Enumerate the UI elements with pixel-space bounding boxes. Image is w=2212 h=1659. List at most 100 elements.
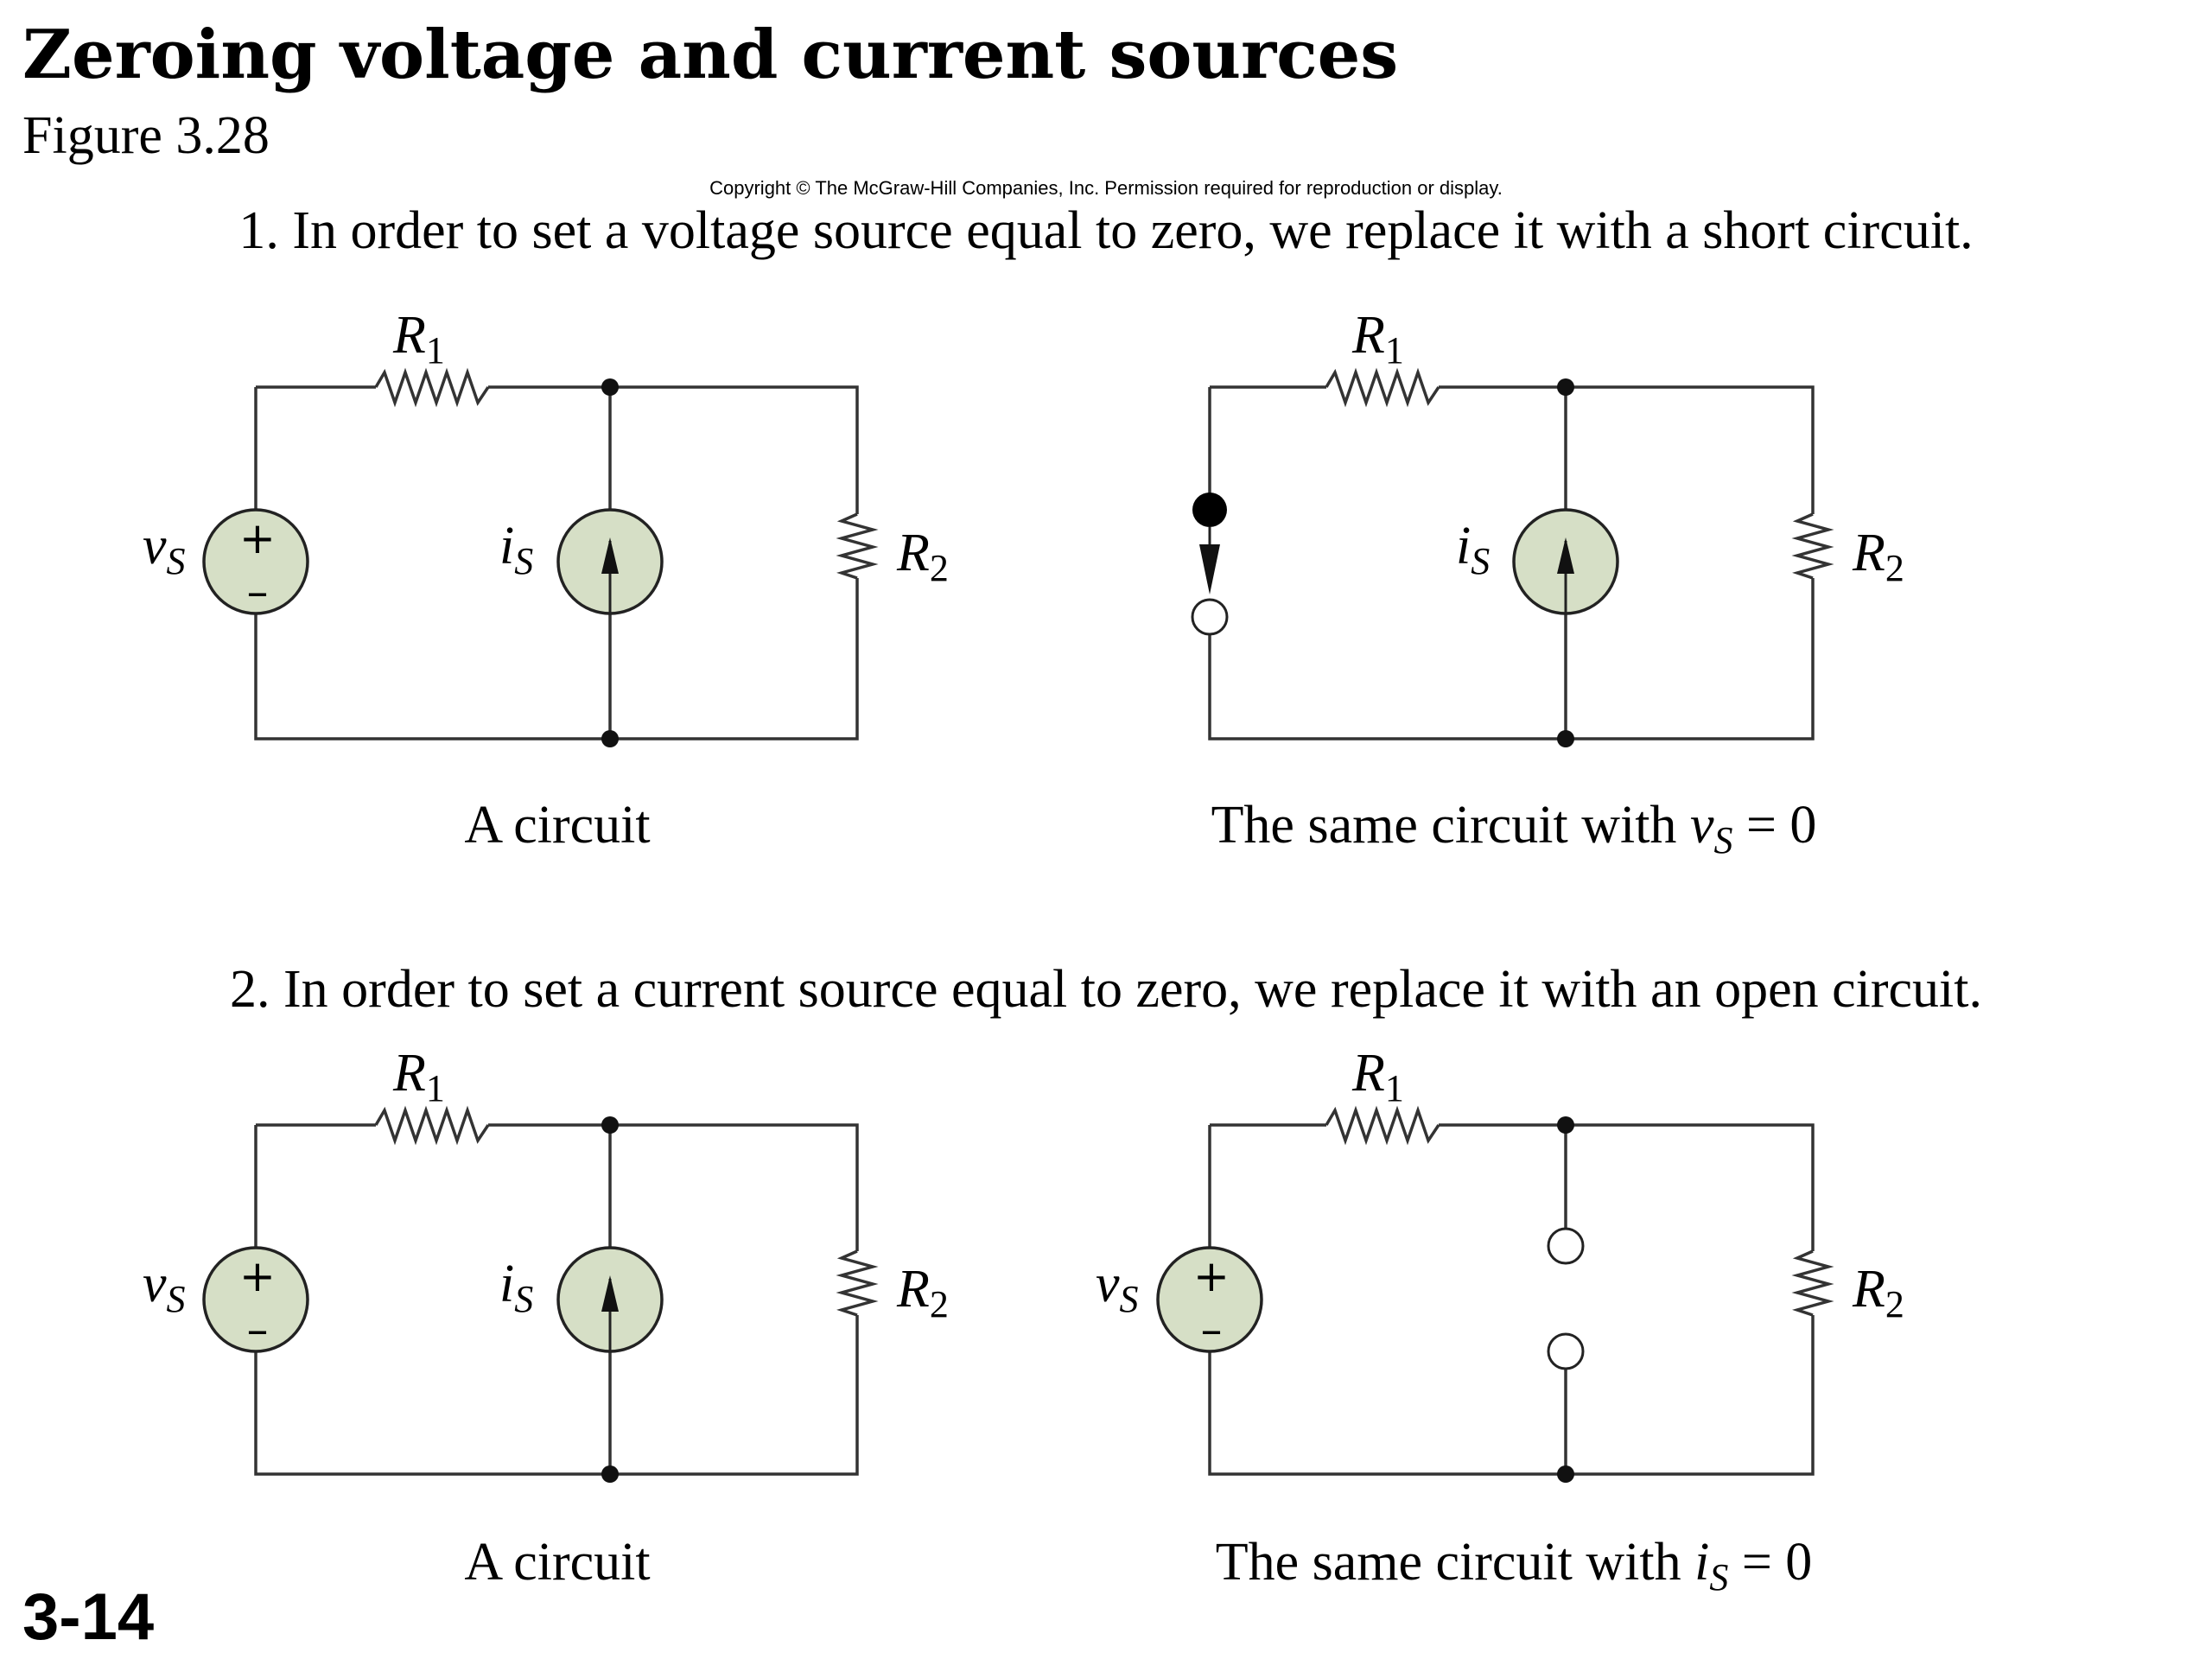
short-circuit-terminal-bottom: [1191, 598, 1229, 636]
caption-subscript: S: [1709, 1556, 1728, 1599]
label-symbol: R: [896, 1260, 930, 1319]
plus-sign: +: [239, 513, 276, 563]
circuit-panel-bottom-right: [1156, 1105, 1834, 1483]
resistor-r2: [836, 1249, 879, 1317]
label-subscript: S: [167, 1278, 186, 1320]
label-r1: R1: [392, 1044, 445, 1109]
minus-sign: –: [247, 567, 269, 617]
label-symbol: R: [1351, 306, 1385, 365]
label-symbol: R: [896, 524, 930, 582]
label-symbol: v: [143, 1255, 167, 1313]
resistor-r2: [836, 512, 879, 580]
circuit-panel-top-left: [202, 367, 879, 747]
label-subscript: 2: [930, 547, 949, 589]
label-r2: R2: [896, 1260, 949, 1325]
caption-symbol: v: [1690, 796, 1714, 855]
label-symbol: R: [392, 306, 426, 365]
label-subscript: S: [1120, 1278, 1139, 1320]
resistor-r2: [1791, 1249, 1834, 1317]
resistor-r2: [1791, 512, 1834, 580]
label-is: iS: [499, 1255, 533, 1320]
node-dot: [1557, 1116, 1574, 1134]
copyright-notice: Copyright © The McGraw-Hill Companies, I…: [709, 177, 1503, 199]
node-dot: [1557, 1465, 1574, 1483]
label-vs: vS: [143, 517, 186, 582]
label-subscript: 1: [1385, 1067, 1404, 1109]
current-arrow-head: [601, 537, 619, 574]
open-circuit-terminal-top: [1547, 1227, 1585, 1265]
minus-sign: –: [247, 1305, 269, 1355]
label-subscript: 1: [426, 1067, 445, 1109]
rule-voltage-source: 1. In order to set a voltage source equa…: [238, 201, 1974, 260]
resistor-r1: [1325, 1105, 1440, 1146]
label-r1: R1: [392, 306, 445, 372]
label-symbol: v: [143, 517, 167, 575]
caption-prefix: The same circuit with: [1216, 1533, 1694, 1592]
label-symbol: R: [1351, 1044, 1385, 1103]
page-number: 3-14: [22, 1580, 155, 1654]
minus-sign: –: [1201, 1305, 1223, 1355]
label-symbol: i: [499, 517, 514, 575]
label-symbol: R: [392, 1044, 426, 1103]
label-subscript: 2: [1885, 1283, 1904, 1325]
node-dot: [1557, 378, 1574, 396]
label-symbol: i: [499, 1255, 514, 1313]
caption-circuit-bottom: A circuit: [464, 1533, 650, 1592]
short-circuit-arrow-head: [1199, 544, 1220, 594]
caption-subscript: S: [1713, 819, 1732, 861]
wire: [1208, 385, 1815, 741]
node-dot: [601, 378, 619, 396]
label-r1: R1: [1351, 1044, 1404, 1109]
label-subscript: S: [1471, 540, 1490, 582]
label-vs: vS: [143, 1255, 186, 1320]
node-dot: [601, 1465, 619, 1483]
label-symbol: R: [1852, 1260, 1885, 1319]
wire: [254, 385, 859, 741]
label-subscript: 1: [1385, 329, 1404, 372]
resistor-r1: [1325, 367, 1440, 408]
caption-zero-current: The same circuit with iS = 0: [1216, 1533, 1813, 1599]
label-symbol: v: [1096, 1255, 1120, 1313]
label-r2: R2: [896, 524, 949, 589]
label-subscript: 2: [1885, 547, 1904, 589]
node-dot: [1557, 730, 1574, 747]
label-subscript: 2: [930, 1283, 949, 1325]
circuit-panel-top-right: [1191, 367, 1834, 747]
circuit-panel-bottom-left: [202, 1105, 879, 1483]
label-symbol: i: [1456, 517, 1471, 575]
label-subscript: 1: [426, 329, 445, 372]
resistor-r1: [374, 367, 490, 408]
label-symbol: R: [1852, 524, 1885, 582]
page-title: Zeroing voltage and current sources: [22, 16, 1399, 94]
voltage-source: [202, 1246, 309, 1353]
caption-suffix: = 0: [1732, 796, 1816, 855]
label-vs: vS: [1096, 1255, 1139, 1320]
label-r1: R1: [1351, 306, 1404, 372]
current-arrow-head: [601, 1275, 619, 1312]
wire: [1208, 1123, 1815, 1476]
resistor-r1: [374, 1105, 490, 1146]
node-dot: [601, 730, 619, 747]
node-dot: [601, 1116, 619, 1134]
caption-circuit-top: A circuit: [464, 796, 650, 855]
label-r2: R2: [1852, 1260, 1904, 1325]
open-circuit-terminal-bottom: [1547, 1332, 1585, 1370]
figure-label: Figure 3.28: [22, 106, 270, 165]
label-r2: R2: [1852, 524, 1904, 589]
caption-prefix: The same circuit with: [1211, 796, 1690, 855]
short-circuit-terminal-top: [1192, 493, 1227, 527]
label-is: iS: [499, 517, 533, 582]
rule-current-source: 2. In order to set a current source equa…: [230, 960, 1982, 1019]
caption-zero-voltage: The same circuit with vS = 0: [1211, 796, 1817, 861]
voltage-source: [1156, 1246, 1263, 1353]
label-is: iS: [1456, 517, 1490, 582]
plus-sign: +: [1193, 1251, 1230, 1301]
wire: [254, 1123, 859, 1476]
label-subscript: S: [514, 1278, 533, 1320]
label-subscript: S: [167, 540, 186, 582]
plus-sign: +: [239, 1251, 276, 1301]
caption-symbol: i: [1694, 1533, 1709, 1592]
label-subscript: S: [514, 540, 533, 582]
current-arrow-head: [1557, 537, 1574, 574]
